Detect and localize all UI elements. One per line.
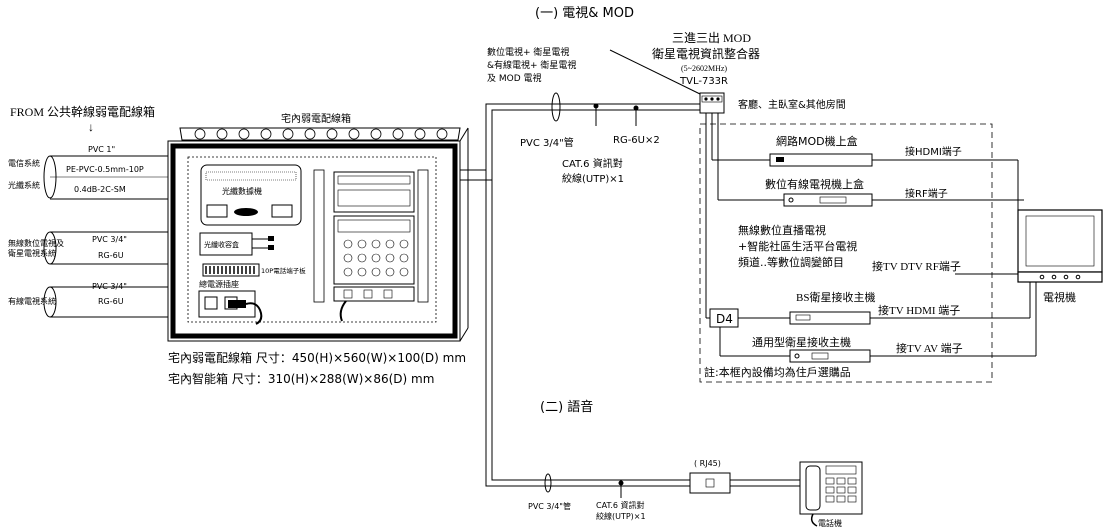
system-dtv-2: 衛星電視系統 bbox=[8, 248, 56, 258]
cabinet-size-2: 宅內智能箱 尺寸：310(H)×288(W)×86(D) mm bbox=[168, 371, 434, 386]
patch-panel-label: 10P電話端子板 bbox=[261, 266, 306, 275]
device-bs-port: 接TV HDMI 端子 bbox=[878, 304, 960, 317]
fiber-enclosure: 光纖收容盒 bbox=[199, 232, 274, 256]
voice-conduit bbox=[544, 473, 800, 498]
system-fiber: 光纖系統 bbox=[8, 180, 40, 190]
device-cable-stb-name: 數位有線電視機上盒 bbox=[765, 177, 864, 191]
integrator-line1: 三進三出 MOD bbox=[672, 31, 751, 45]
pipe-4: PVC 3/4" bbox=[92, 282, 127, 291]
fiber-modem: 光纖數據機 bbox=[200, 164, 302, 226]
voice-pipe: PVC 3/4"管 bbox=[528, 501, 571, 511]
integrator: 三進三出 MOD 衛星電視資訊整合器 (5~2602MHz) TVL-733R bbox=[652, 31, 760, 114]
dtv-note: 無線數位直播電視 +智能社區生活平台電視 頻道..等數位調變節目 接TV DTV… bbox=[738, 223, 961, 273]
fiber-modem-label: 光纖數據機 bbox=[222, 186, 262, 196]
dtv-port: 接TV DTV RF端子 bbox=[872, 260, 961, 273]
integrator-line2: 衛星電視資訊整合器 bbox=[652, 46, 760, 61]
cable-3: RG-6U bbox=[98, 251, 124, 260]
conduit-cat6-1: CAT.6 資訊對 bbox=[562, 157, 623, 170]
voice-cat6-1: CAT.6 資訊對 bbox=[596, 500, 645, 510]
tv-set: 電視機 bbox=[1017, 209, 1103, 304]
room-wiring bbox=[705, 113, 1042, 357]
conduit-pipe: PVC 3/4"管 bbox=[520, 136, 574, 149]
telephone: 電話機 bbox=[799, 461, 863, 528]
telephone-label: 電話機 bbox=[818, 518, 842, 528]
rj45-label: ( RJ45) bbox=[694, 459, 721, 468]
conduit-cat6-2: 絞線(UTP)×1 bbox=[562, 172, 624, 185]
tv-label: 電視機 bbox=[1043, 290, 1076, 304]
trunk-labels: 電信系統 光纖系統 無線數位電視及 衛星電視系統 有線電視系統 PVC 1" P… bbox=[8, 145, 144, 306]
device-bs-name: BS衛星接收主機 bbox=[796, 290, 875, 304]
device-bs: BS衛星接收主機 接TV HDMI 端子 bbox=[789, 290, 960, 325]
device-cable-stb: 數位有線電視機上盒 接RF端子 bbox=[765, 177, 948, 207]
cabinet-size-1: 宅內弱電配線箱 尺寸：450(H)×560(W)×100(D) mm bbox=[168, 350, 466, 365]
device-mod: 網路MOD機上盒 接HDMI端子 bbox=[769, 134, 962, 167]
signal-note-3: 及 MOD 電視 bbox=[487, 72, 542, 84]
dtv-line3: 頻道..等數位調變節目 bbox=[738, 255, 844, 269]
splitter-d4: D4 bbox=[709, 308, 739, 328]
cable-4: RG-6U bbox=[98, 297, 124, 306]
device-mod-port: 接HDMI端子 bbox=[905, 145, 962, 158]
source-label: FROM 公共幹線弱電配線箱 bbox=[10, 104, 155, 119]
source-arrow: ↓ bbox=[88, 120, 94, 134]
conduit-tv bbox=[460, 92, 700, 487]
power-outlet-label: 總電源插座 bbox=[199, 279, 239, 289]
rooms-title: 客廳、主臥室&其他房間 bbox=[738, 98, 846, 111]
voice-cat6-2: 絞線(UTP)×1 bbox=[596, 511, 646, 521]
dtv-line1: 無線數位直播電視 bbox=[738, 223, 826, 237]
system-cable: 有線電視系統 bbox=[8, 296, 56, 306]
system-telecom: 電信系統 bbox=[8, 158, 40, 168]
patch-panel: 10P電話端子板 bbox=[202, 263, 306, 277]
title-voice: (二) 語音 bbox=[540, 399, 593, 415]
integrator-freq: (5~2602MHz) bbox=[681, 64, 727, 73]
signal-note: 數位電視+ 衛星電視 &有線電視+ 衛星電視 及 MOD 電視 bbox=[487, 46, 701, 95]
equipment-rack bbox=[313, 169, 429, 322]
device-sat-name: 通用型衛星接收主機 bbox=[752, 335, 851, 349]
integrator-model: TVL-733R bbox=[679, 76, 728, 87]
pipe-3: PVC 3/4" bbox=[92, 235, 127, 244]
device-sat: 通用型衛星接收主機 接TV AV 端子 bbox=[752, 335, 963, 363]
dtv-line2: +智能社區生活平台電視 bbox=[738, 239, 857, 253]
conduit-coax: RG-6U×2 bbox=[613, 135, 660, 146]
system-dtv-1: 無線數位電視及 bbox=[8, 238, 64, 248]
cable-2: 0.4dB-2C-SM bbox=[74, 185, 126, 194]
device-mod-name: 網路MOD機上盒 bbox=[776, 134, 858, 148]
pipe-1: PVC 1" bbox=[88, 145, 115, 154]
rooms-note: 註:本框內設備均為住戶選購品 bbox=[704, 365, 851, 379]
rooms-frame bbox=[699, 123, 993, 383]
cabinet-title: 宅內弱電配線箱 bbox=[281, 112, 351, 125]
cable-1: PE-PVC-0.5mm-10P bbox=[66, 165, 144, 174]
power-outlet: 總電源插座 bbox=[198, 279, 263, 325]
fiber-box-label: 光纖收容盒 bbox=[204, 240, 239, 249]
trunk-pipes bbox=[43, 155, 168, 318]
signal-note-1: 數位電視+ 衛星電視 bbox=[487, 46, 569, 58]
signal-note-2: &有線電視+ 衛星電視 bbox=[487, 59, 576, 71]
title-tv-mod: (一) 電視& MOD bbox=[535, 6, 634, 21]
rj45-jack: ( RJ45) bbox=[689, 459, 731, 494]
device-sat-port: 接TV AV 端子 bbox=[896, 342, 963, 355]
splitter-label: D4 bbox=[716, 312, 733, 326]
device-cable-stb-port: 接RF端子 bbox=[905, 187, 948, 200]
